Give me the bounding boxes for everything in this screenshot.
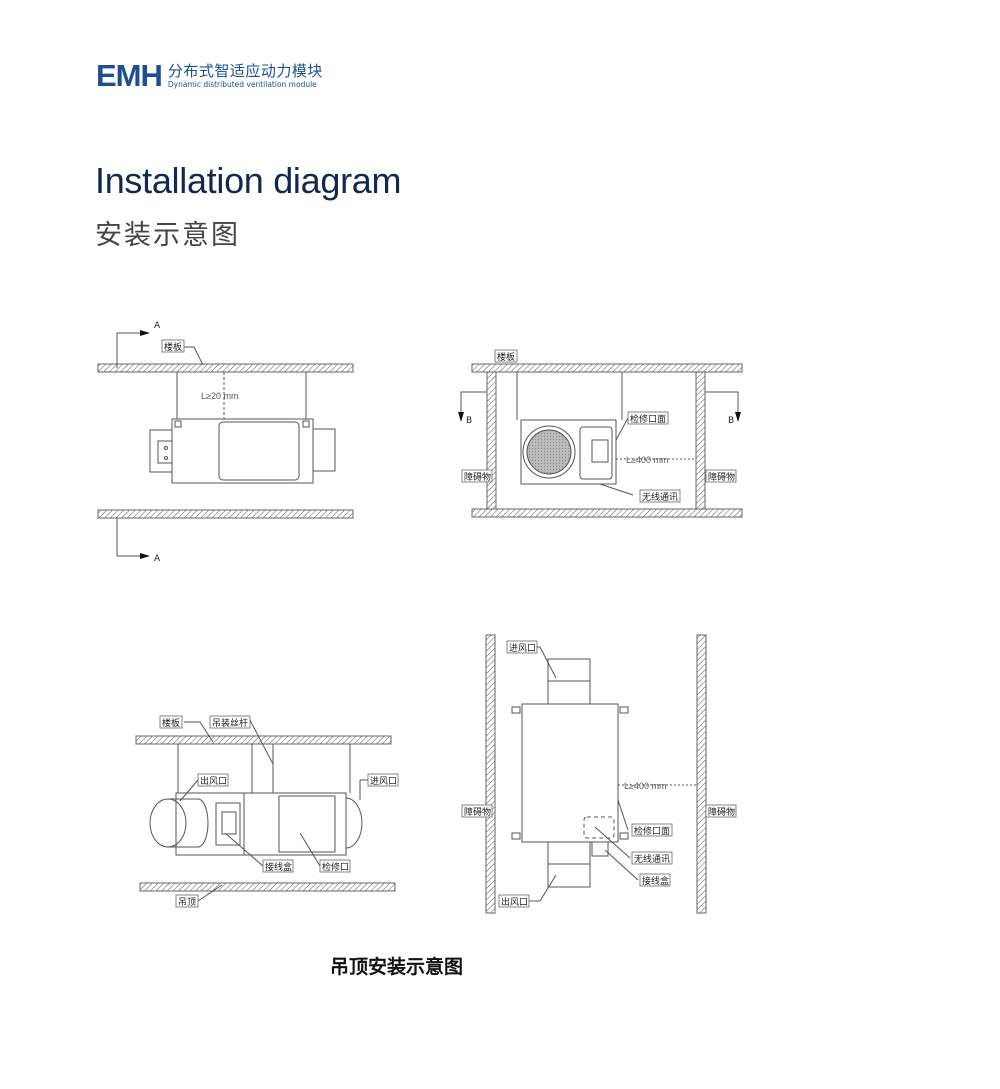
obstacle-label-right: 障碍物 <box>708 471 735 483</box>
access-panel-label: 检修口面 <box>634 825 670 837</box>
clearance-dimension: L≥400 mm <box>624 781 666 791</box>
front-view <box>97 330 354 559</box>
section-b-right: B <box>728 416 734 426</box>
section-b-left: B <box>466 416 472 426</box>
logo-mark: EMH <box>96 58 163 93</box>
inlet-label: 进风口 <box>509 643 536 654</box>
wireless-label: 无线通讯 <box>634 853 670 865</box>
logo-text: 分布式智适应动力模块 Dynamic distributed ventilati… <box>167 61 323 89</box>
inlet-label: 进风口 <box>370 776 397 787</box>
junction-box-label: 接线盒 <box>642 875 669 887</box>
ceiling-label: 吊顶 <box>178 897 196 908</box>
logo-cn: 分布式智适应动力模块 <box>167 61 323 80</box>
section-a-bottom: A <box>154 554 161 564</box>
wireless-label: 无线通讯 <box>642 491 678 503</box>
slab-label: 楼板 <box>164 341 182 353</box>
section-a-top: A <box>154 321 161 331</box>
outlet-label: 出风口 <box>200 775 227 787</box>
access-panel-label: 检修口面 <box>630 413 666 425</box>
logo-en: Dynamic distributed ventilation module <box>167 79 317 89</box>
ceiling-top-view <box>485 634 707 914</box>
junction-box-label: 接线盒 <box>265 861 292 873</box>
brand-logo: EMH 分布式智适应动力模块 Dynamic distributed venti… <box>96 60 323 91</box>
ceiling-side-view <box>135 719 396 902</box>
access-port-label: 检修口 <box>322 861 349 873</box>
section-b-view <box>458 363 743 518</box>
clearance-dimension: L≥400 mm <box>626 455 668 465</box>
rod-label: 吊装丝杆 <box>212 717 248 729</box>
slab-label: 楼板 <box>162 717 180 729</box>
clearance-dimension: L≥20 mm <box>201 391 238 401</box>
obstacle-label-left: 障碍物 <box>464 471 491 483</box>
obstacle-label-left: 障碍物 <box>464 806 491 818</box>
page-subtitle: 安装示意图 <box>95 220 240 251</box>
obstacle-label-right: 障碍物 <box>708 806 735 818</box>
outlet-label: 出风口 <box>501 896 528 908</box>
page-title: Installation diagram <box>95 160 402 201</box>
slab-label: 楼板 <box>497 351 515 363</box>
diagram-caption: 吊顶安装示意图 <box>330 956 464 978</box>
